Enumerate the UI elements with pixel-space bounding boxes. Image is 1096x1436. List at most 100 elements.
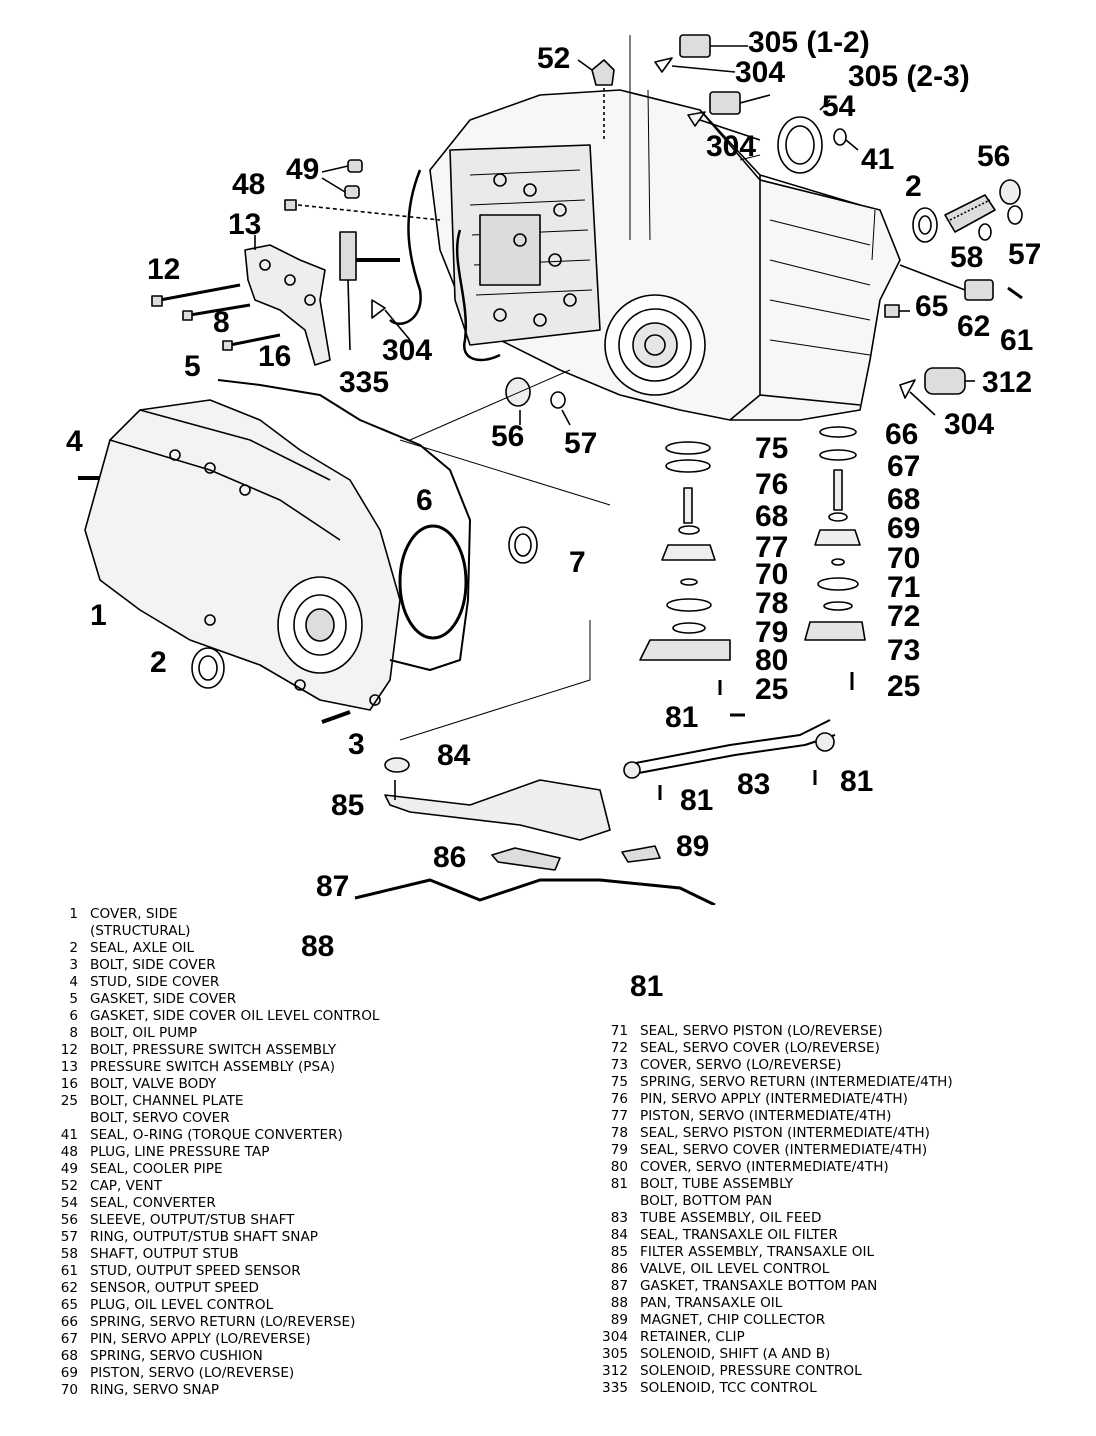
line-pressure-plug-48 bbox=[284, 199, 441, 221]
callout-68-a: 68 bbox=[755, 500, 789, 533]
output-speed-sensor-62 bbox=[899, 264, 994, 301]
callout-304-c: 304 bbox=[382, 334, 433, 367]
callout-70-a: 70 bbox=[755, 558, 789, 591]
tcc-solenoid-335 bbox=[339, 231, 400, 351]
axle-seal-2-left bbox=[191, 647, 225, 689]
oil-feed-tube-83 bbox=[623, 713, 836, 800]
callout-305-1-2: 305 (1-2) bbox=[748, 26, 870, 59]
transaxle-case bbox=[389, 89, 901, 421]
callout-52: 52 bbox=[537, 42, 571, 75]
side-cover-1 bbox=[84, 399, 401, 711]
oil-level-plug-65 bbox=[884, 304, 910, 318]
callout-25-b: 25 bbox=[887, 670, 921, 703]
oil-level-valve-86 bbox=[491, 847, 561, 871]
callout-81-b: 81 bbox=[840, 765, 874, 798]
callout-89: 89 bbox=[676, 830, 710, 863]
callout-84: 84 bbox=[437, 739, 471, 772]
output-stub-shaft-58 bbox=[944, 194, 996, 233]
callout-83: 83 bbox=[737, 768, 771, 801]
callout-305-2-3: 305 (2-3) bbox=[848, 60, 970, 93]
callout-312: 312 bbox=[982, 366, 1033, 399]
callout-72: 72 bbox=[887, 600, 921, 633]
callout-81-d: 81 bbox=[630, 970, 664, 1003]
clip-304-a bbox=[654, 57, 736, 73]
chip-magnet-89 bbox=[621, 845, 661, 863]
cooler-pipe-seals-49 bbox=[321, 159, 363, 199]
callout-5: 5 bbox=[184, 350, 201, 383]
callout-67: 67 bbox=[887, 450, 921, 483]
callout-68-b: 68 bbox=[887, 483, 921, 516]
callout-65: 65 bbox=[915, 290, 949, 323]
callout-77: 77 bbox=[755, 531, 789, 564]
servo-stack-intermediate bbox=[639, 441, 731, 695]
axle-seal-2-right bbox=[912, 207, 938, 243]
callout-85: 85 bbox=[331, 789, 365, 822]
callout-304-a: 304 bbox=[735, 56, 786, 89]
callout-57-b: 57 bbox=[564, 427, 598, 460]
callout-41: 41 bbox=[861, 143, 895, 176]
oil-filter-85 bbox=[384, 779, 611, 841]
callout-81-c: 81 bbox=[680, 784, 714, 817]
callout-4: 4 bbox=[66, 425, 83, 458]
pressure-switch-assembly-13 bbox=[244, 235, 331, 366]
output-sleeve-56-lower bbox=[505, 377, 531, 425]
callout-57-a: 57 bbox=[1008, 238, 1042, 271]
side-cover-gasket-5 bbox=[217, 379, 471, 671]
callout-7: 7 bbox=[569, 546, 586, 579]
vent-cap-52 bbox=[577, 59, 615, 140]
callout-335: 335 bbox=[339, 366, 390, 399]
callout-6: 6 bbox=[416, 484, 433, 517]
converter-seal-54 bbox=[777, 99, 831, 174]
callout-76: 76 bbox=[755, 468, 789, 501]
callout-69: 69 bbox=[887, 512, 921, 545]
callout-80: 80 bbox=[755, 644, 789, 677]
callout-25-a: 25 bbox=[755, 673, 789, 706]
legend-row: BOLT, SERVO COVER bbox=[90, 1110, 230, 1126]
legend-row: BOLT, BOTTOM PAN bbox=[640, 1193, 773, 1209]
callout-1: 1 bbox=[90, 599, 107, 632]
callout-61: 61 bbox=[1000, 324, 1034, 357]
callout-79: 79 bbox=[755, 616, 789, 649]
clip-304-d bbox=[899, 379, 936, 416]
clip-304-b bbox=[687, 111, 761, 141]
callout-56-a: 56 bbox=[977, 140, 1011, 173]
callout-48: 48 bbox=[232, 168, 266, 201]
callout-3: 3 bbox=[348, 728, 365, 761]
callout-86: 86 bbox=[433, 841, 467, 874]
